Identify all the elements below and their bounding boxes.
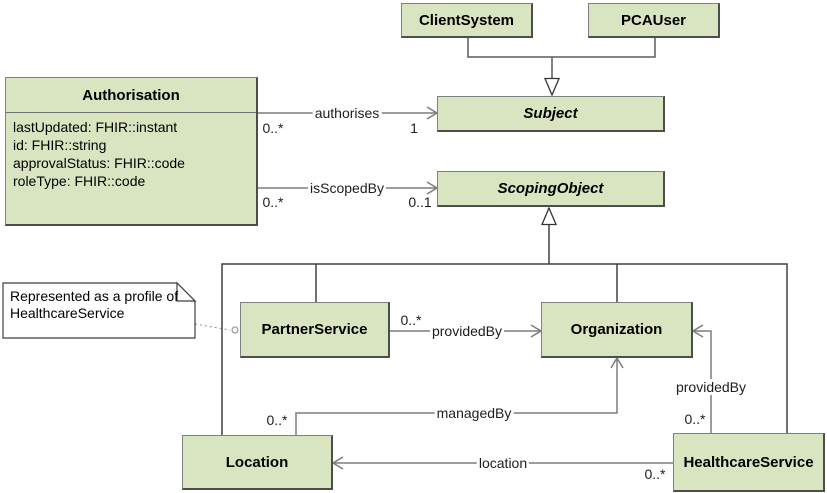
note-link [194, 323, 239, 334]
class-authorisation-name: Authorisation [82, 86, 180, 104]
multiplicity-providedby-healthcareservice: 0..* [684, 411, 706, 427]
multiplicity-location-source: 0..* [644, 466, 666, 482]
multiplicity-providedby-partnerservice: 0..* [400, 312, 422, 328]
class-authorisation-attributes: lastUpdated: FHIR::instant id: FHIR::str… [6, 112, 256, 195]
attribute-id: id: FHIR::string [13, 137, 107, 153]
class-healthcareservice: HealthcareService [673, 433, 825, 492]
class-partnerservice-name: PartnerService [261, 321, 368, 338]
multiplicity-isscopedby-target: 0..1 [408, 194, 432, 210]
generalization-tree-scopingobject [221, 225, 788, 435]
note-shape [2, 281, 197, 339]
class-scopingobject-name: ScopingObject [497, 180, 604, 197]
association-label-providedby-healthcareservice: providedBy [673, 379, 749, 395]
association-label-authorises: authorises [312, 105, 382, 121]
class-scopingobject: ScopingObject [437, 171, 665, 207]
class-partnerservice: PartnerService [240, 302, 390, 358]
attribute-roletype: roleType: FHIR::code [13, 173, 146, 189]
multiplicity-authorises-source: 0..* [262, 120, 284, 136]
class-pcauser: PCAUser [588, 3, 720, 38]
class-organization: Organization [541, 302, 693, 358]
class-subject: Subject [437, 96, 665, 132]
class-healthcareservice-name: HealthcareService [683, 453, 814, 471]
class-location-name: Location [225, 453, 289, 471]
generalization-line-subject [467, 38, 656, 78]
multiplicity-authorises-target: 1 [410, 120, 418, 136]
multiplicity-managedby-source: 0..* [266, 412, 288, 428]
attribute-approvalstatus: approvalStatus: FHIR::code [13, 155, 185, 171]
note-text: Represented as a profile of HealthcareSe… [10, 288, 179, 321]
association-label-managedby: managedBy [434, 405, 514, 421]
class-clientsystem: ClientSystem [401, 3, 533, 38]
attribute-lastupdated: lastUpdated: FHIR::instant [13, 119, 178, 135]
class-pcauser-name: PCAUser [620, 11, 687, 29]
generalization-arrow-scopingobject-icon [541, 206, 557, 226]
class-subject-name: Subject [523, 105, 578, 122]
class-clientsystem-name: ClientSystem [418, 11, 515, 29]
association-label-isscopedby: isScopedBy [308, 180, 386, 196]
association-arrowhead-icons [331, 106, 704, 470]
class-organization-name: Organization [570, 321, 663, 338]
class-location: Location [182, 435, 333, 490]
class-authorisation: Authorisation lastUpdated: FHIR::instant… [5, 77, 258, 226]
association-label-location: location [476, 455, 530, 471]
generalization-arrow-subject-icon [544, 77, 560, 97]
association-label-providedby-partnerservice: providedBy [429, 323, 505, 339]
multiplicity-isscopedby-source: 0..* [262, 194, 284, 210]
